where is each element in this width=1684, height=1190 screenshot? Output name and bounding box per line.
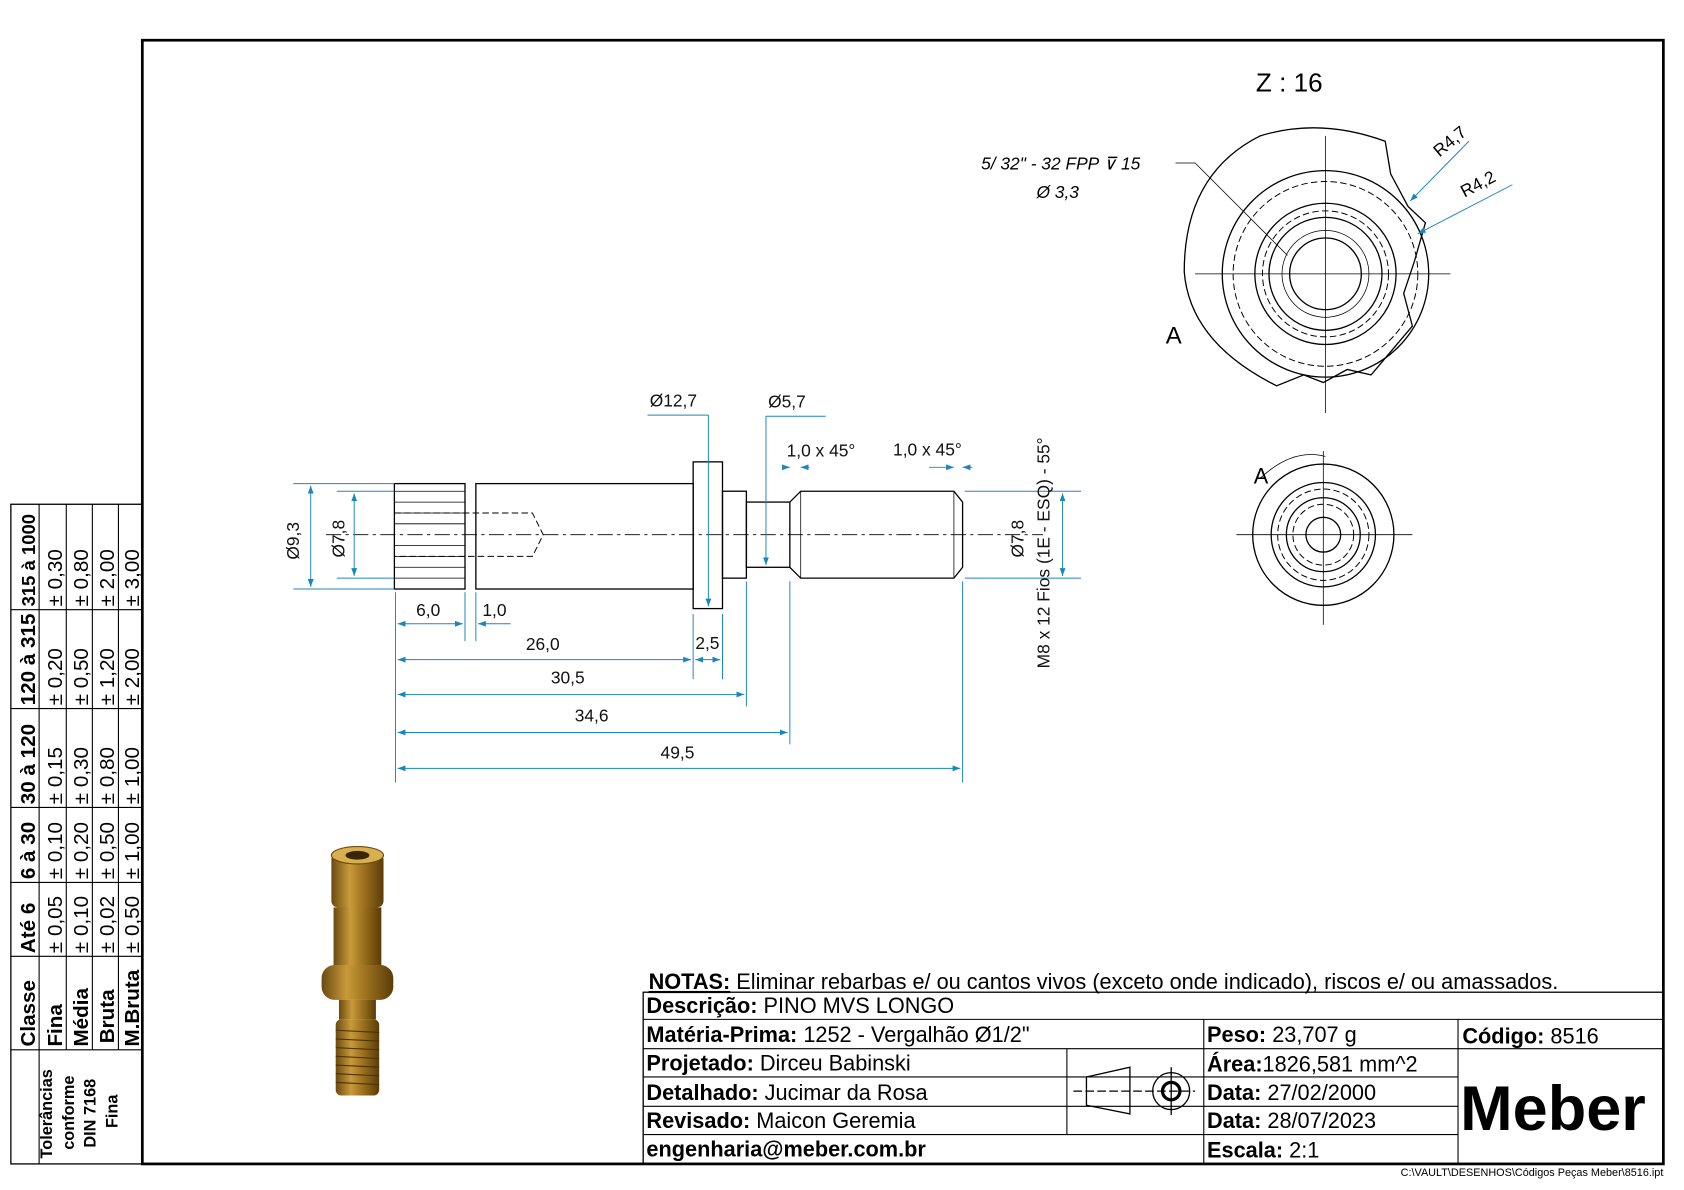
dim-len-30-5: 30,5 [551, 668, 585, 688]
tol-value: ± 0,30 [44, 549, 67, 606]
tol-value: ± 0,10 [44, 822, 67, 879]
section-label: A [1166, 322, 1182, 349]
meber-logo: Meber [1460, 1074, 1646, 1144]
tol-value: ± 0,80 [70, 549, 93, 606]
tol-value: ± 0,20 [44, 648, 67, 705]
tol-title-line: Fina [103, 1094, 121, 1128]
tol-value: ± 0,15 [44, 747, 67, 804]
tol-value: ± 1,20 [96, 648, 119, 705]
projection-symbol-icon [1073, 1066, 1196, 1116]
radius-inner: R4,2 [1457, 166, 1499, 201]
tol-header-classe: Classe [17, 980, 40, 1047]
tol-title-line: conforme [60, 1076, 78, 1150]
tol-value: ± 2,00 [96, 549, 119, 606]
escala: Escala: 2:1 [1207, 1137, 1319, 1162]
detail-view-z: Z : 16 5/ 32" - 32 FPP ⊽ 15 Ø 3,3 R4,7 R… [981, 67, 1513, 413]
tol-header-120-315: 120 à 315 [17, 614, 40, 706]
revisado: Revisado: Maicon Geremia [646, 1108, 916, 1133]
detalhado: Detalhado: Jucimar da Rosa [646, 1080, 928, 1105]
dim-len-1: 1,0 [482, 600, 506, 620]
tol-class: Bruta [96, 989, 119, 1043]
tol-header-30-120: 30 à 120 [17, 724, 40, 804]
data-criacao: Data: 27/02/2000 [1207, 1080, 1376, 1105]
area: Área:1826,581 mm^2 [1207, 1052, 1418, 1077]
tol-value: ± 0,02 [96, 896, 119, 953]
thread-spec: M8 x 12 Fios (1E - ESQ) - 55° [1034, 437, 1054, 668]
dim-shank-diameter: Ø7,8 [328, 520, 348, 558]
tol-title-line: DIN 7168 [82, 1079, 100, 1148]
title-block: NOTAS: Eliminar rebarbas e/ ou cantos vi… [642, 969, 1665, 1165]
dim-len-26: 26,0 [526, 634, 560, 654]
dim-len-49-5: 49,5 [661, 743, 695, 763]
tol-value: ± 0,50 [70, 648, 93, 705]
dim-flange-diameter: Ø12,7 [650, 390, 697, 410]
descricao: Descrição: PINO MVS LONGO [646, 993, 954, 1018]
tol-value: ± 0,05 [44, 896, 67, 953]
dim-chamfer-1: 1,0 x 45° [787, 440, 856, 460]
dim-len-34-6: 34,6 [575, 706, 609, 726]
tol-header-315-1000: 315 à 1000 [18, 514, 39, 606]
tol-class: M.Bruta [121, 969, 144, 1046]
side-view: Ø12,7 Ø5,7 1,0 x 45° 1,0 x 45° Ø9,3 Ø7,8… [283, 390, 1082, 783]
tol-value: ± 0,50 [96, 822, 119, 879]
dim-len-6: 6,0 [416, 600, 440, 620]
tol-value: ± 0,20 [70, 822, 93, 879]
tol-title-line: Tolerâncias [38, 1069, 56, 1158]
tol-class: Média [70, 988, 93, 1047]
notes: NOTAS: Eliminar rebarbas e/ ou cantos vi… [649, 969, 1559, 994]
part-3d-render [321, 846, 394, 1096]
thread-callout: 5/ 32" - 32 FPP ⊽ 15 [981, 154, 1141, 174]
tol-value: ± 1,00 [121, 822, 144, 879]
projetado: Projetado: Dirceu Babinski [646, 1050, 910, 1075]
dim-chamfer-2: 1,0 x 45° [893, 439, 962, 459]
file-path: C:\VAULT\DESENHOS\Códigos Peças Meber\85… [1401, 1167, 1664, 1179]
dim-neck-diameter: Ø5,7 [768, 392, 806, 412]
materia-prima: Matéria-Prima: 1252 - Vergalhão Ø1/2" [646, 1022, 1029, 1047]
radius-outer: R4,7 [1429, 122, 1470, 161]
tol-value: ± 0,50 [121, 896, 144, 953]
tol-class: Fina [44, 1004, 67, 1047]
dim-knurl-diameter: Ø9,3 [283, 522, 303, 560]
tol-value: ± 0,80 [96, 747, 119, 804]
hole-diameter: Ø 3,3 [1035, 182, 1079, 202]
detail-title: Z : 16 [1256, 67, 1323, 97]
dim-len-2-5: 2,5 [695, 633, 719, 653]
end-view: A [1236, 451, 1413, 625]
tol-value: ± 1,00 [121, 747, 144, 804]
section-label-end: A [1254, 464, 1269, 489]
tol-value: ± 2,00 [121, 648, 144, 705]
tol-value: ± 3,00 [121, 549, 144, 606]
email: engenharia@meber.com.br [646, 1136, 926, 1161]
peso: Peso: 23,707 g [1207, 1022, 1357, 1047]
codigo: Código: 8516 [1462, 1023, 1598, 1048]
tol-header-6-30: 6 à 30 [17, 822, 40, 879]
tol-header-ate6: Até 6 [17, 903, 40, 953]
tolerance-table: Classe Até 6 6 à 30 30 à 120 120 à 315 3… [10, 503, 144, 1165]
dim-thread-diameter: Ø7,8 [1007, 520, 1027, 558]
tol-value: ± 0,30 [70, 747, 93, 804]
tol-value: ± 0,10 [70, 896, 93, 953]
data-revisao: Data: 28/07/2023 [1207, 1108, 1376, 1133]
